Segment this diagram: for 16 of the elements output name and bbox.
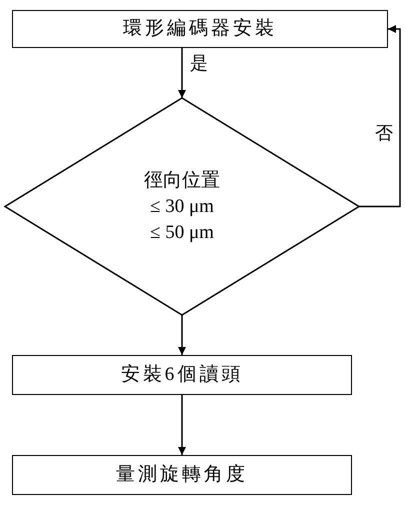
process-box — [12, 455, 352, 495]
process-text: 量測旋轉角度 — [116, 462, 248, 487]
process-text: 安裝6個讀頭 — [120, 362, 244, 387]
arrow — [359, 25, 401, 208]
process-box — [12, 355, 352, 395]
arrow — [178, 395, 186, 455]
decision-text: ≤ 50 μm — [150, 220, 214, 244]
edge-label: 否 — [374, 122, 394, 144]
decision-diamond — [4, 97, 360, 316]
arrow — [178, 315, 186, 355]
process-text: 環形編碼器安裝 — [123, 16, 277, 41]
process-box — [12, 10, 388, 48]
decision-text: ≤ 30 μm — [150, 194, 214, 218]
decision-text: 徑向位置 — [144, 168, 220, 192]
edge-label: 是 — [189, 52, 209, 74]
arrow — [178, 48, 186, 98]
